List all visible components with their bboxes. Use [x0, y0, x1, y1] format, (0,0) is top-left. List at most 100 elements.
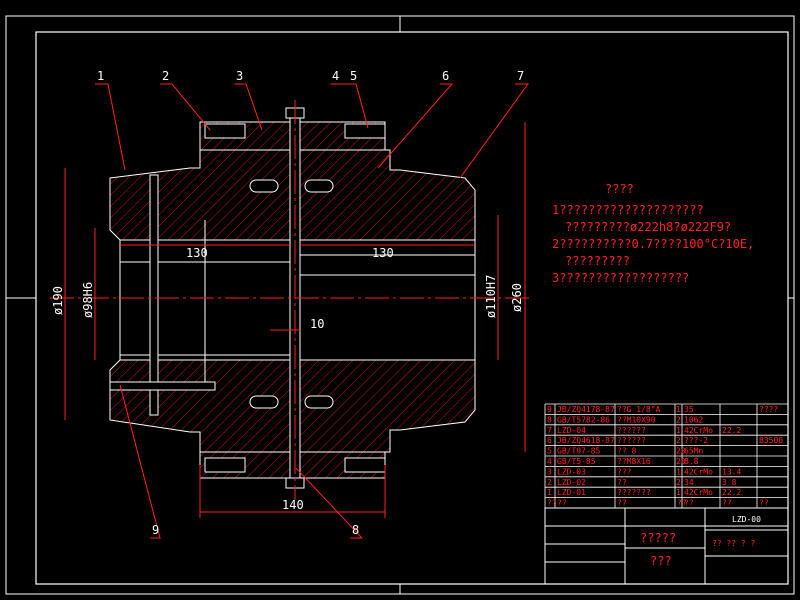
notes-line-1: 1????????????????????: [552, 203, 704, 217]
bolt-top-left: [204, 123, 246, 139]
dim-d260: ø260: [510, 283, 524, 312]
part-number-9: 9: [152, 523, 159, 537]
bom-cell-no: 7: [547, 426, 552, 435]
bom-header-cell: ??: [677, 499, 687, 508]
bom-header-cell: ??: [722, 499, 732, 508]
dim-len-left: 130: [186, 246, 208, 260]
dim-d190: ø190: [51, 286, 65, 315]
bom-cell-material: ???-2: [684, 436, 708, 445]
dim-width-bottom: 140: [282, 498, 304, 512]
bom-cell-material: 1062: [684, 415, 703, 424]
part-number-5: 5: [350, 69, 357, 83]
dim-d98: ø98H6: [81, 282, 95, 318]
right-bore: [299, 239, 476, 361]
bom-cell-material: 34: [684, 478, 694, 487]
bom-cell-weight: 22.2: [722, 488, 741, 497]
bom-cell-qty: 1: [676, 426, 681, 435]
title-name: ?????: [640, 531, 676, 545]
bolt-bottom-right: [344, 457, 386, 473]
bom-cell-material: 35: [684, 405, 694, 414]
bom-cell-code: JB/ZQ4178-87: [557, 405, 615, 414]
sheet-inner-border: [35, 31, 789, 585]
pin-top-left: [249, 179, 279, 193]
bom-cell-code: LZD-04: [557, 426, 586, 435]
bom-cell-qty: 2: [676, 478, 681, 487]
bom-cell-qty: 20: [676, 447, 686, 456]
notes-line-5: 3??????????????????: [552, 271, 689, 285]
part-number-1: 1: [97, 69, 104, 83]
bom-cell-code: GB/T5-85: [557, 457, 596, 466]
bom-cell-name: ??: [617, 478, 627, 487]
bom-cell-no: 3: [547, 467, 552, 476]
bom-cell-qty: 2: [676, 436, 681, 445]
grease-nipple: [109, 381, 216, 391]
bom-cell-name: ??????: [617, 436, 646, 445]
bom-header-cell: ??: [617, 499, 627, 508]
part-number-2: 2: [162, 69, 169, 83]
bom-cell-no: 4: [547, 457, 552, 466]
bom-cell-qty: 1: [676, 467, 681, 476]
title-company: ???: [650, 554, 672, 568]
bom-cell-material: 42CrMo: [684, 488, 713, 497]
bom-cell-material: 8.8: [684, 457, 699, 466]
bom-cell-no: 1: [547, 488, 552, 497]
dim-d110: ø110H7: [484, 275, 498, 318]
bom-header-cell: ??: [759, 499, 769, 508]
bom-cell-no: 2: [547, 478, 552, 487]
oil-channel: [149, 174, 159, 416]
bom-cell-material: 42CrMo: [684, 426, 713, 435]
bom-cell-name: ??????: [617, 426, 646, 435]
bom-cell-material: 65Mn: [684, 447, 703, 456]
bom-cell-material: 42CrMo: [684, 467, 713, 476]
left-hub-upper: [109, 149, 291, 241]
bom-cell-name: ??M8X16: [617, 457, 651, 466]
dim-len-right: 130: [372, 246, 394, 260]
bom-cell-note: ????: [759, 405, 778, 414]
dimension-lines: [64, 122, 526, 518]
bom-cell-code: GB/T5782-86: [557, 415, 610, 424]
bolt-bottom-left: [204, 457, 246, 473]
part-number-3: 3: [236, 69, 243, 83]
bom-cell-code: JB/ZQ4618-87: [557, 436, 615, 445]
bom-cell-name: ??M10X90: [617, 415, 656, 424]
bom-header-cell: ??: [557, 499, 567, 508]
bom-cell-name: ?? 8: [617, 447, 636, 456]
bom-cell-name: ???: [617, 467, 632, 476]
bom-cell-no: 8: [547, 415, 552, 424]
leader-lines: [95, 83, 529, 539]
bom-cell-code: LZD-01: [557, 488, 586, 497]
notes-line-2: ?????????ø222h8?ø222F9?: [565, 220, 731, 234]
bom-cell-qty: 1: [676, 488, 681, 497]
title-block: LZD-00 ????? ??? ?? ?? ? ?: [544, 507, 789, 585]
bom-header-cell: ??: [684, 499, 694, 508]
title-scale-marks: ?? ?? ? ?: [712, 539, 756, 548]
bom-cell-code: LZD-03: [557, 467, 586, 476]
bom-cell-qty: 2: [676, 415, 681, 424]
bom-cell-no: 5: [547, 447, 552, 456]
bom-cell-name: ??G 1/8"A: [617, 405, 661, 414]
bom-cell-weight: 13.4: [722, 467, 741, 476]
bom-header-cell: ??: [547, 499, 557, 508]
technical-notes: ???? 1???????????????????? ?????????ø222…: [552, 182, 754, 285]
bom-cell-note: B3508: [759, 436, 783, 445]
right-hub-upper: [299, 149, 476, 241]
bom-cell-qty: 20: [676, 457, 686, 466]
notes-line-4: ?????????: [565, 254, 630, 268]
bom-cell-weight: 3 8: [722, 478, 737, 487]
dim-gap: 10: [310, 317, 324, 331]
part-number-8: 8: [352, 523, 359, 537]
coupling-section: [50, 100, 530, 500]
bolt-top-right: [344, 123, 386, 139]
bom-cell-code: LZD-02: [557, 478, 586, 487]
bom-cell-name: ???????: [617, 488, 651, 497]
bom-cell-no: 6: [547, 436, 552, 445]
part-number-4: 4: [332, 69, 339, 83]
bom-cell-code: GB/T97-85: [557, 447, 601, 456]
bom-cell-qty: 1: [676, 405, 681, 414]
notes-title: ????: [605, 182, 634, 196]
pin-bottom-right: [304, 395, 334, 409]
title-drawing-no: LZD-00: [732, 515, 761, 524]
bom-cell-no: 9: [547, 405, 552, 414]
